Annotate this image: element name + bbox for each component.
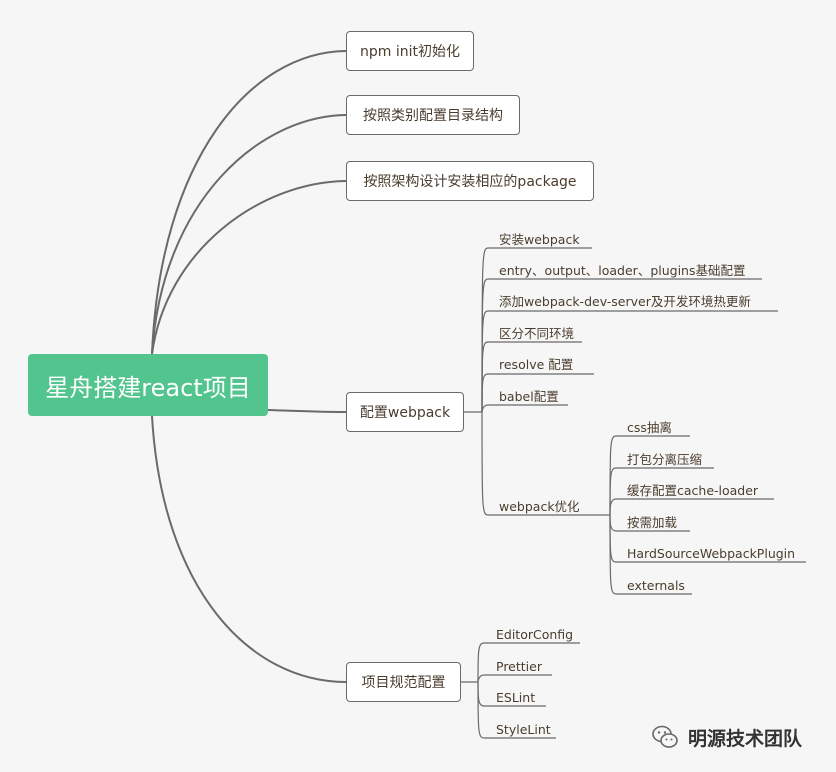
- connector-webpack-child: [481, 411, 489, 516]
- root-node-label: 星舟搭建react项目: [45, 373, 251, 402]
- branch-project-standards: 项目规范配置: [346, 662, 461, 702]
- leaf-install-webpack: 安装webpack: [499, 232, 580, 247]
- leaf-split-compress: 打包分离压缩: [627, 452, 703, 467]
- leaf-stylelint: StyleLint: [496, 722, 551, 737]
- leaf-prettier: Prettier: [496, 659, 542, 674]
- leaf-cache-loader: 缓存配置cache-loader: [627, 483, 759, 498]
- branch-label: 按照类别配置目录结构: [363, 108, 503, 124]
- connector-standards-child: [477, 674, 485, 683]
- connector-standards-child: [477, 681, 485, 739]
- leaf-webpack-optimization: webpack优化: [499, 499, 580, 514]
- branch-label: npm init初始化: [360, 44, 460, 60]
- connector-webpack-child: [481, 404, 489, 413]
- leaf-hardsource: HardSourceWebpackPlugin: [627, 546, 796, 561]
- connector-standards: [151, 415, 347, 683]
- watermark-text: 明源技术团队: [688, 727, 803, 750]
- leaf-lazy-load: 按需加载: [627, 515, 678, 530]
- branch-label: 按照架构设计安装相应的package: [363, 174, 577, 190]
- leaf-eslint: ESLint: [496, 690, 536, 705]
- leaf-environments: 区分不同环境: [499, 326, 575, 341]
- connector-webpack-child: [481, 278, 489, 413]
- watermark: 明源技术团队: [650, 722, 820, 752]
- leaf-resolve: resolve 配置: [499, 357, 574, 372]
- branch-install-packages: 按照架构设计安装相应的package: [346, 161, 594, 201]
- connector-npm-init: [151, 50, 347, 355]
- wechat-icon: [652, 725, 678, 748]
- branch-configure-webpack: 配置webpack: [346, 392, 464, 432]
- branch-label: 项目规范配置: [361, 675, 446, 691]
- leaf-babel: babel配置: [499, 389, 559, 404]
- connector-opt-child: [609, 514, 617, 563]
- root-node: 星舟搭建react项目: [28, 354, 268, 416]
- connector-opt-child: [609, 498, 617, 516]
- leaf-externals: externals: [627, 578, 685, 593]
- connector-standards-child: [477, 642, 485, 683]
- branch-npm-init: npm init初始化: [346, 31, 474, 71]
- connector-standards-child: [477, 681, 485, 707]
- connector-webpack-child: [481, 373, 489, 413]
- leaf-css-extract: css抽离: [627, 420, 672, 435]
- connector-directory: [151, 114, 347, 355]
- leaf-editorconfig: EditorConfig: [496, 627, 574, 642]
- connector-opt-child: [609, 514, 617, 595]
- branch-label: 配置webpack: [359, 405, 451, 421]
- connector-opt-child: [609, 514, 617, 532]
- leaf-basic-config: entry、output、loader、plugins基础配置: [499, 263, 746, 278]
- connector-packages: [151, 180, 347, 355]
- connector-webpack: [267, 409, 347, 413]
- connector-opt-child: [609, 467, 617, 516]
- leaf-dev-server: 添加webpack-dev-server及开发环境热更新: [499, 294, 751, 309]
- branch-directory-structure: 按照类别配置目录结构: [346, 95, 520, 135]
- connector-webpack-child: [481, 341, 489, 413]
